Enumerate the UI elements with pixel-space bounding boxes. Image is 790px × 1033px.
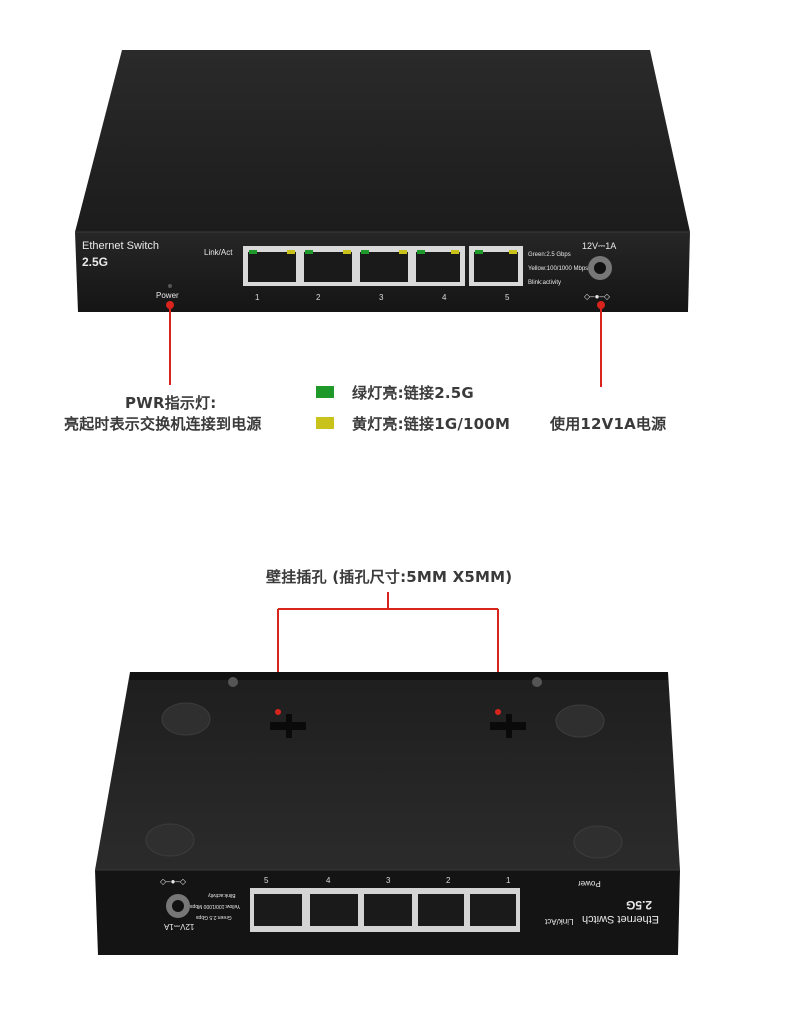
power-supply-callout: 使用12V1A电源 [550, 415, 667, 433]
green-led-callout: 绿灯亮:链接2.5G [352, 384, 474, 402]
rear-legend-green: Green:2.5 Gbps [196, 914, 232, 920]
rear-polarity-symbol-icon: ◇–●–◇ [160, 877, 187, 886]
rear-port-num-4: 4 [326, 876, 331, 885]
pwr-callout-desc: 亮起时表示交换机连接到电源 [64, 415, 262, 433]
front-power-label: Power [156, 291, 179, 300]
led-green-2 [305, 250, 313, 254]
rear-port-num-3: 3 [386, 876, 391, 885]
mount-hole-callout: 壁挂插孔 (插孔尺寸:5MM X5MM) [266, 568, 513, 586]
led-yellow-3 [399, 250, 407, 254]
rear-dc-power-jack[interactable] [166, 894, 190, 918]
led-yellow-5 [509, 250, 517, 254]
front-port-num-2: 2 [316, 293, 321, 302]
front-legend-green: Green:2.5 Gbps [528, 252, 571, 258]
rear-power-label: Power [578, 879, 601, 888]
rear-legend-blink: Blink:activity [208, 892, 236, 898]
rj45-port-4[interactable] [416, 252, 460, 282]
led-yellow-4 [451, 250, 459, 254]
led-yellow-2 [343, 250, 351, 254]
polarity-symbol-icon: ◇–●–◇ [584, 292, 611, 301]
led-green-3 [361, 250, 369, 254]
rear-port-num-1: 1 [506, 876, 511, 885]
rear-link-act: Link/Act [545, 917, 574, 926]
front-port-num-4: 4 [442, 293, 447, 302]
led-green-4 [417, 250, 425, 254]
led-green-5 [475, 250, 483, 254]
rear-rj45-port-3[interactable] [364, 894, 412, 926]
front-link-act: Link/Act [204, 248, 233, 257]
power-led [168, 284, 172, 288]
front-callout-lines [166, 301, 605, 387]
green-led-swatch [316, 386, 334, 398]
rear-rj45-port-4[interactable] [310, 894, 358, 926]
front-legend-blink: Blink:activity [528, 280, 562, 286]
rj45-port-5[interactable] [474, 252, 518, 282]
front-port-num-3: 3 [379, 293, 384, 302]
front-legend-yellow: Yellow:100/1000 Mbps [528, 266, 589, 272]
rear-legend-yellow: Yellow:100/1000 Mbps [190, 903, 241, 909]
dc-power-jack[interactable] [588, 256, 612, 280]
pwr-callout-title: PWR指示灯: [125, 394, 217, 412]
rear-port-num-5: 5 [264, 876, 269, 885]
front-port-num-5: 5 [505, 293, 510, 302]
rear-model: 2.5G [626, 898, 653, 912]
yellow-led-callout: 黄灯亮:链接1G/100M [352, 415, 511, 433]
rear-port-num-2: 2 [446, 876, 451, 885]
front-port-num-1: 1 [255, 293, 260, 302]
rj45-port-3[interactable] [360, 252, 408, 282]
front-dc-label: 12V⎓1A [582, 241, 617, 251]
rj45-port-2[interactable] [304, 252, 352, 282]
rj45-port-1[interactable] [248, 252, 296, 282]
rear-rj45-port-2[interactable] [418, 894, 464, 926]
led-yellow-1 [287, 250, 295, 254]
rear-rj45-port-5[interactable] [254, 894, 302, 926]
rear-rj45-port-1[interactable] [470, 894, 516, 926]
front-brand: Ethernet Switch [82, 240, 160, 252]
rear-brand: Ethernet Switch [582, 913, 660, 925]
yellow-led-swatch [316, 417, 334, 429]
front-model: 2.5G [82, 255, 109, 269]
led-green-1 [249, 250, 257, 254]
rear-dc-label: 12V⎓1A [164, 922, 195, 931]
